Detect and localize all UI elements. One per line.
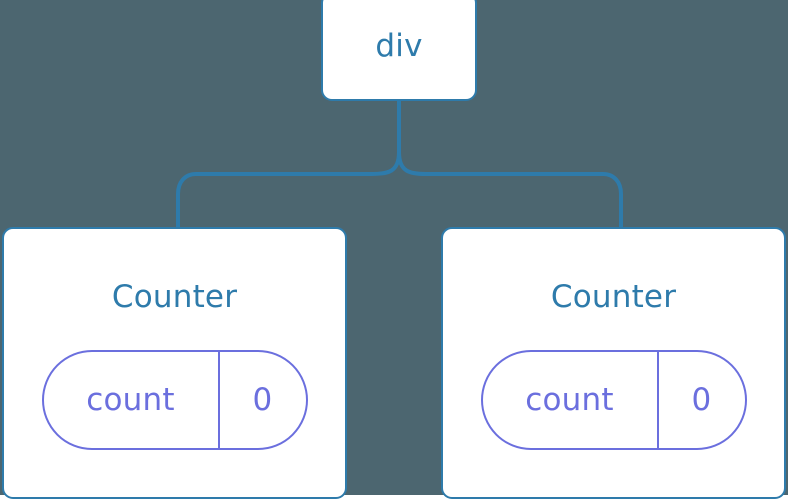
tree-node-div-label: div xyxy=(375,28,423,64)
state-pill-key-label: count xyxy=(86,381,175,418)
tree-node-counter[interactable]: Counter count 0 xyxy=(441,227,786,499)
state-pill-key: count xyxy=(44,352,220,448)
tree-node-counter-label: Counter xyxy=(550,279,677,315)
tree-node-counter[interactable]: Counter count 0 xyxy=(2,227,347,499)
connector-branch-left xyxy=(176,151,401,227)
state-pill-key: count xyxy=(483,352,659,448)
state-pill-value-label: 0 xyxy=(252,381,273,418)
state-pill-key-label: count xyxy=(525,381,614,418)
tree-node-div[interactable]: div xyxy=(321,0,477,101)
tree-node-counter-label: Counter xyxy=(111,279,238,315)
state-pill-value: 0 xyxy=(659,352,745,448)
state-pill-value: 0 xyxy=(220,352,306,448)
connector-branch-right xyxy=(397,151,623,227)
state-pill[interactable]: count 0 xyxy=(41,350,308,450)
state-pill-value-label: 0 xyxy=(691,381,712,418)
state-pill[interactable]: count 0 xyxy=(480,350,747,450)
